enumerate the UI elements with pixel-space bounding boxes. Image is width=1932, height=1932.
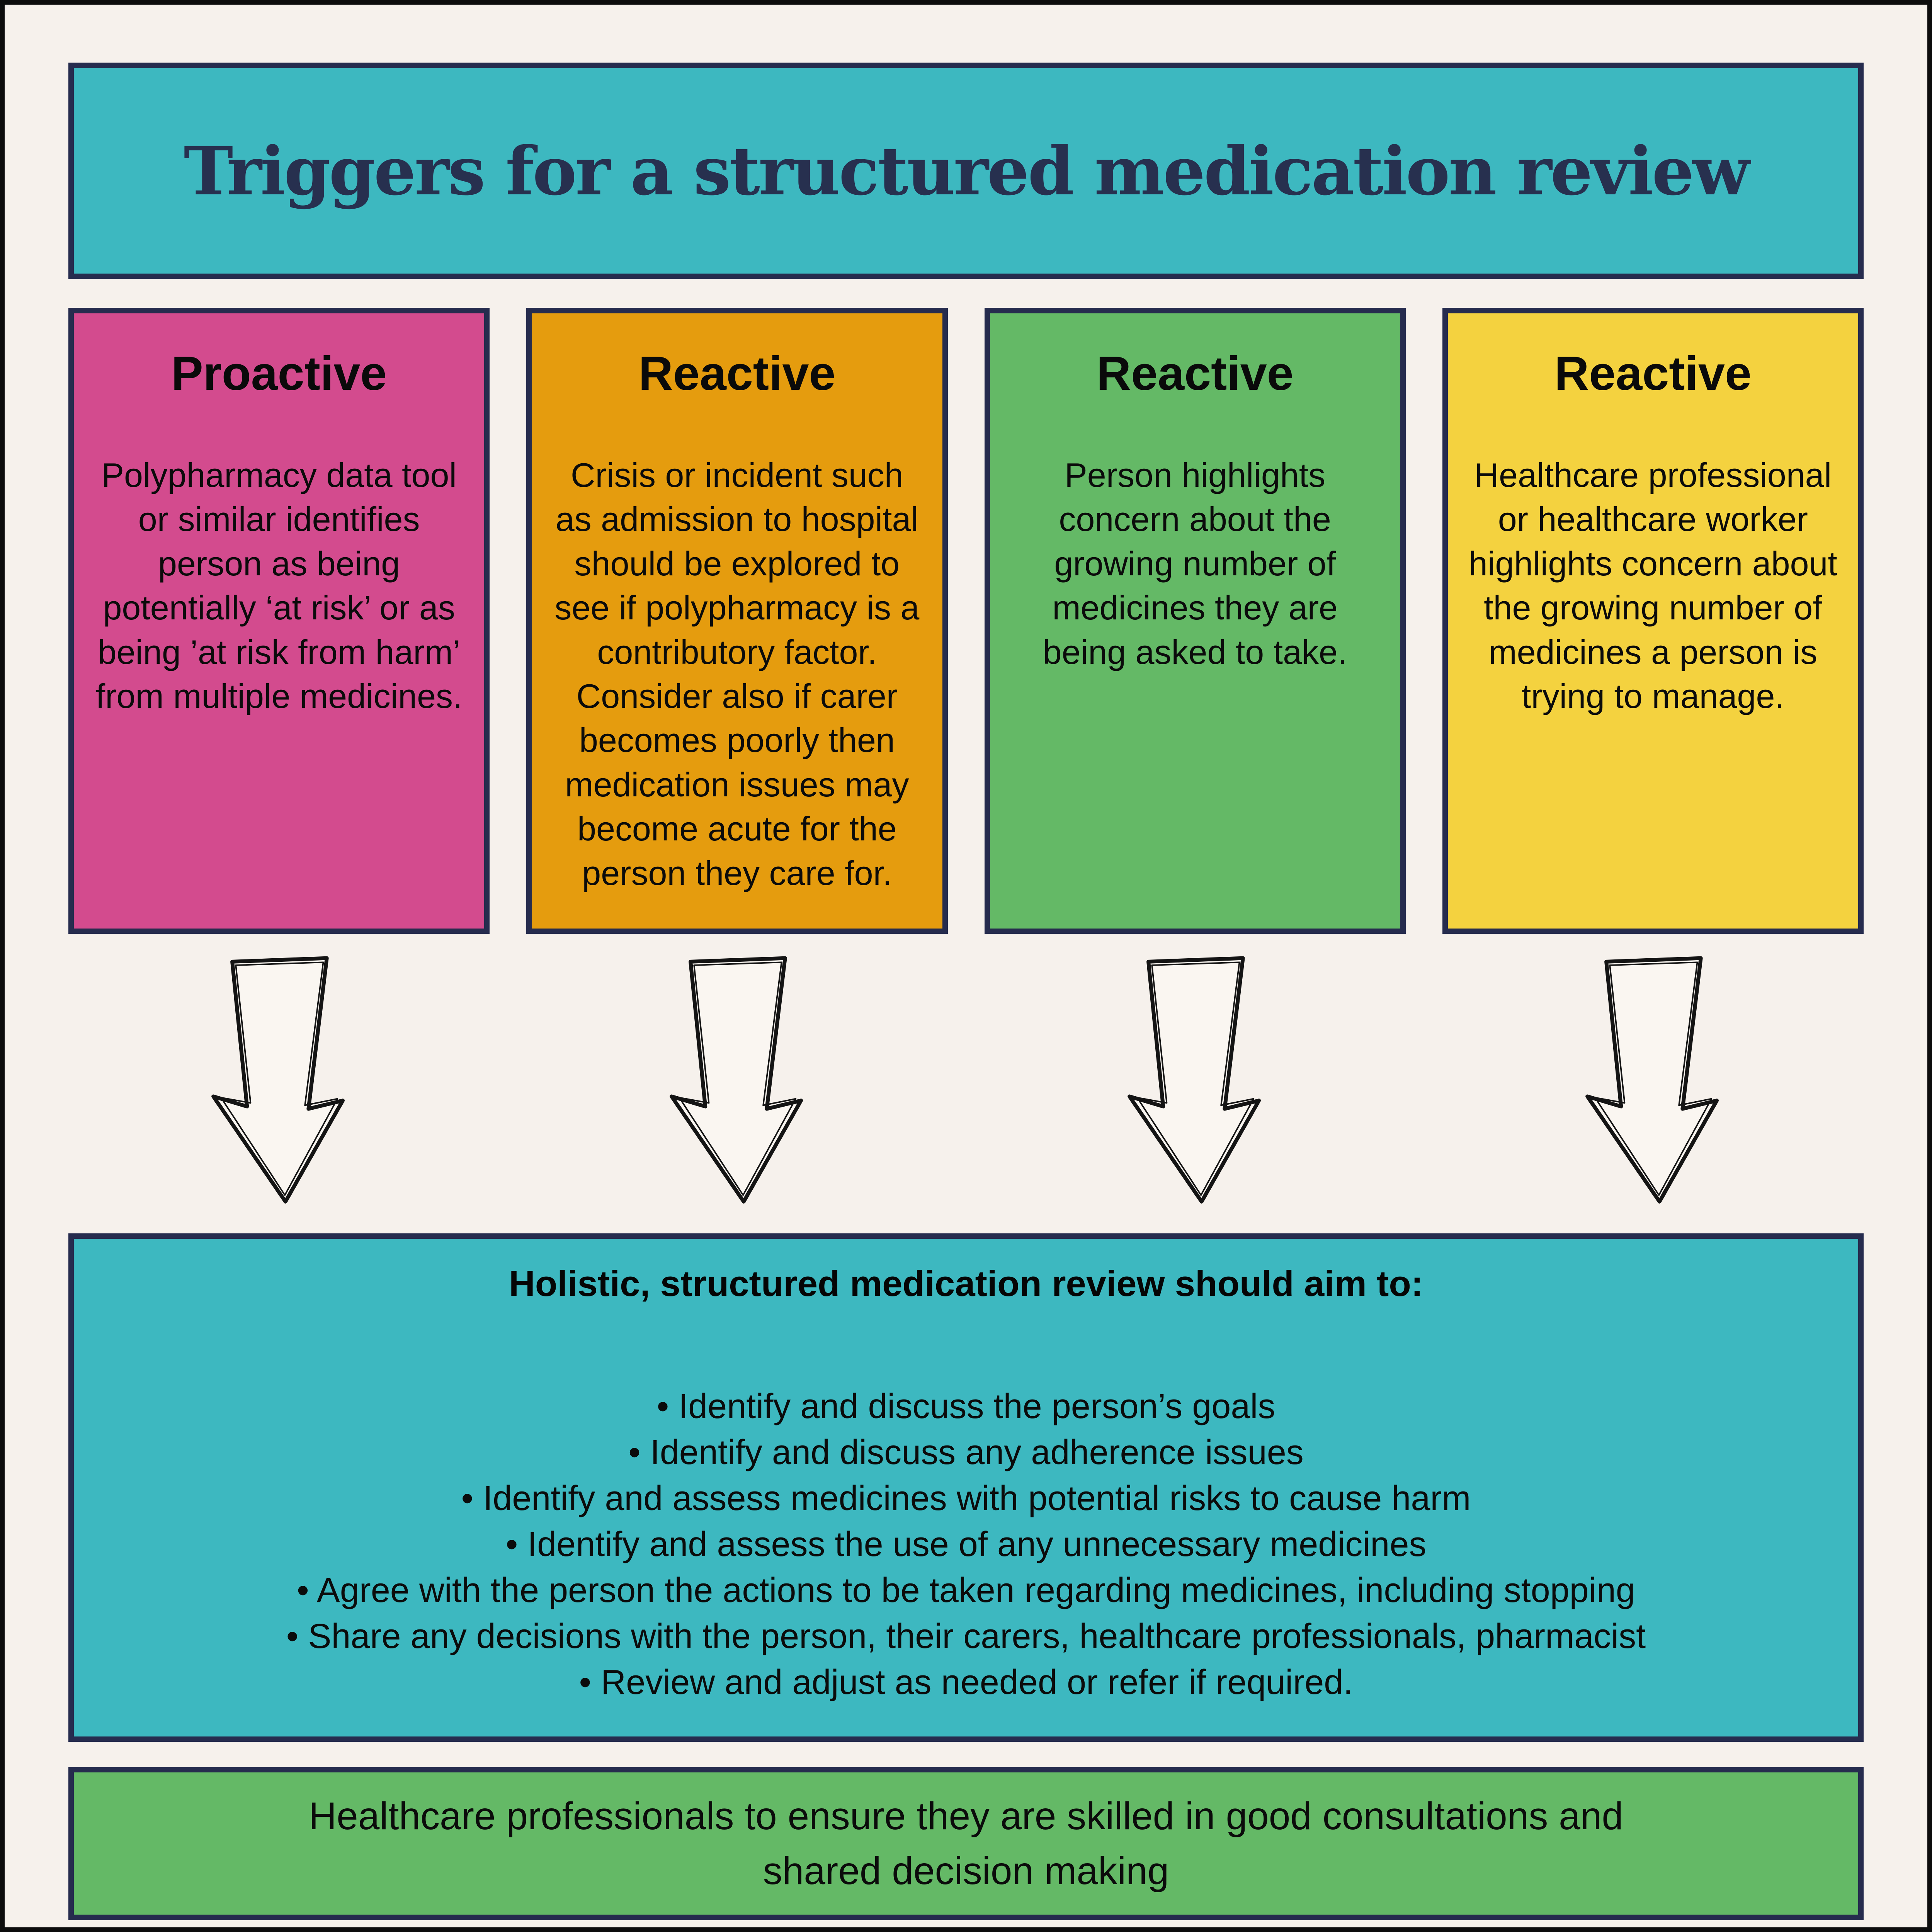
arrow-cell [985,953,1406,1208]
review-bullet: • Identify and discuss the person’s goal… [656,1387,1276,1426]
review-bullet: • Share any decisions with the person, t… [286,1617,1646,1656]
review-bullet: • Identify and assess medicines with pot… [461,1479,1471,1518]
footer-text: Healthcare professionals to ensure they … [308,1794,1624,1893]
arrows-row [68,953,1864,1208]
arrow-cell [526,953,947,1208]
review-bullet: • Identify and assess the use of any unn… [505,1525,1427,1564]
review-bullet-list: • Identify and discuss the person’s goal… [89,1384,1843,1706]
down-arrow-icon [669,956,803,1204]
down-arrow-icon [1127,956,1261,1204]
title-banner: Triggers for a structured medication rev… [68,63,1864,279]
review-bullet: • Identify and discuss any adherence iss… [628,1433,1304,1472]
card-title: Reactive [1554,347,1752,400]
trigger-card-reactive-professional: Reactive Healthcare professional or heal… [1442,308,1864,934]
arrow-cell [1442,953,1864,1208]
down-arrow-icon [211,956,345,1204]
review-bullet: • Agree with the person the actions to b… [297,1571,1635,1610]
page-title: Triggers for a structured medication rev… [184,131,1750,210]
card-body: Crisis or incident such as admission to … [554,456,920,892]
card-title: Reactive [1096,347,1294,400]
review-box: Holistic, structured medication review s… [68,1233,1864,1742]
arrow-cell [68,953,490,1208]
trigger-card-reactive-crisis: Reactive Crisis or incident such as admi… [526,308,948,934]
card-title: Proactive [171,347,387,400]
review-heading: Holistic, structured medication review s… [509,1263,1423,1304]
footer-banner: Healthcare professionals to ensure they … [68,1767,1864,1920]
card-body: Healthcare professional or healthcare wo… [1468,456,1837,715]
card-body: Person highlights concern about the grow… [1043,456,1347,671]
down-arrow-icon [1585,956,1719,1204]
trigger-cards-row: Proactive Polypharmacy data tool or simi… [68,308,1864,934]
card-title: Reactive [638,347,836,400]
trigger-card-proactive: Proactive Polypharmacy data tool or simi… [68,308,490,934]
review-bullet: • Review and adjust as needed or refer i… [579,1663,1353,1702]
trigger-card-reactive-person: Reactive Person highlights concern about… [984,308,1406,934]
card-body: Polypharmacy data tool or similar identi… [95,456,463,715]
